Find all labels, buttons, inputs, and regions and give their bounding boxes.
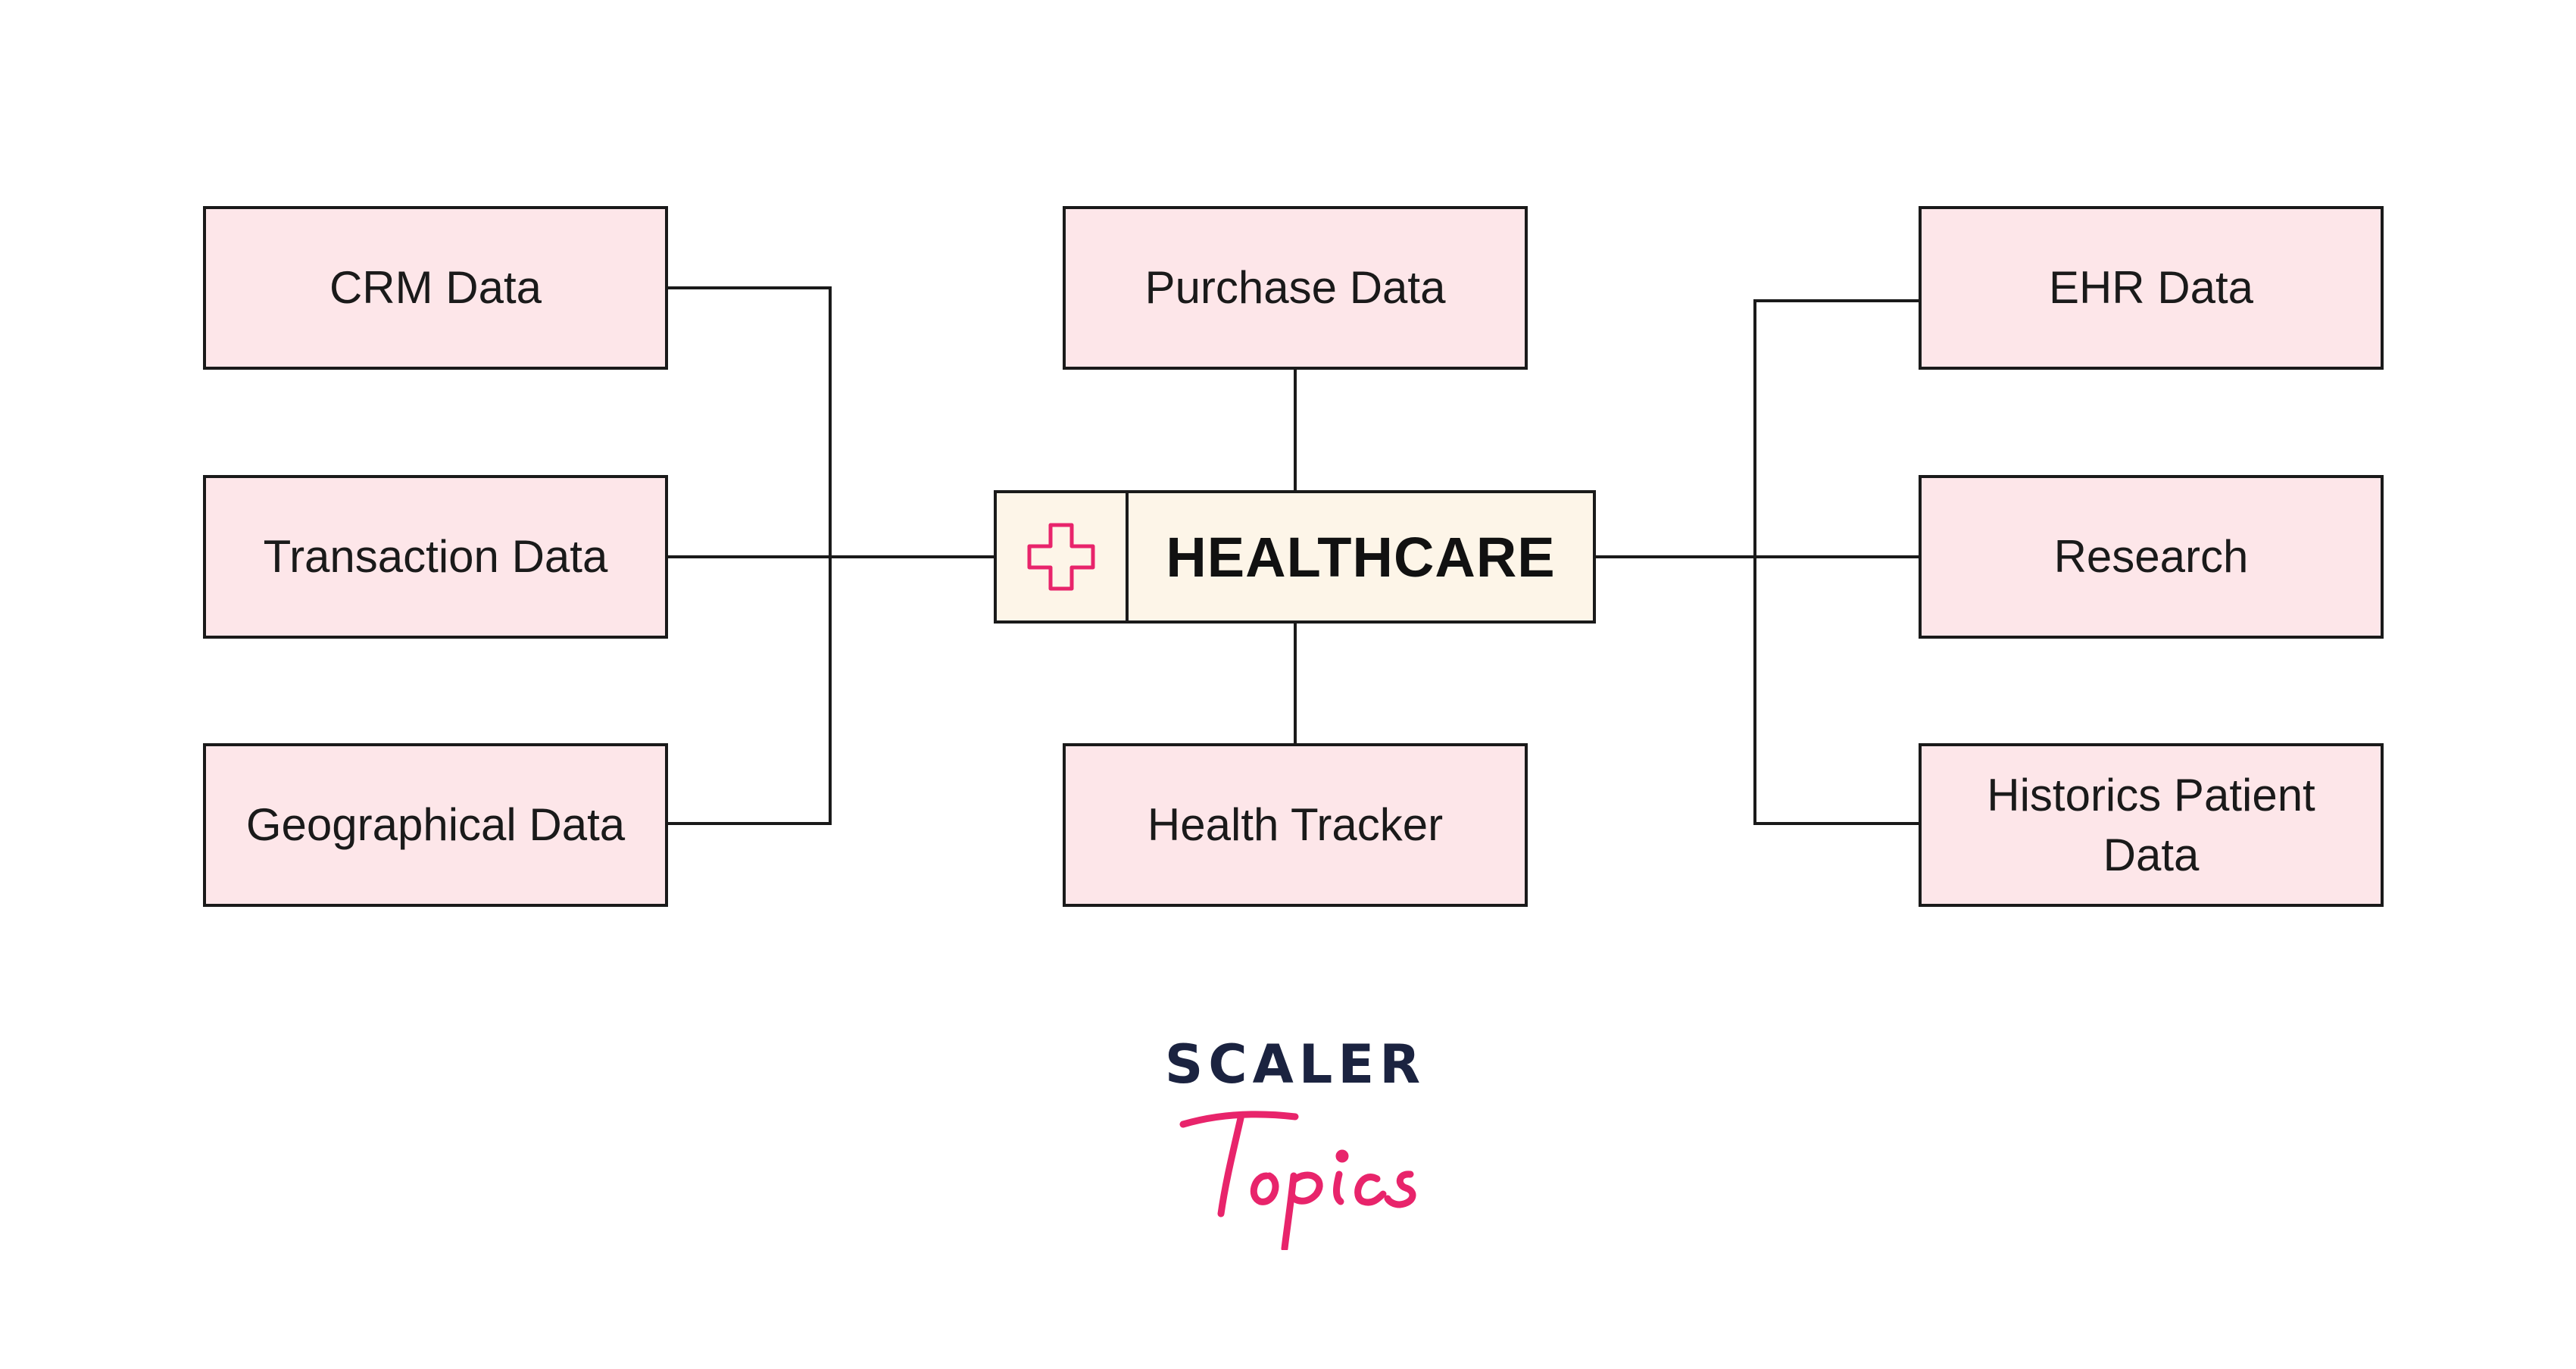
scaler-topics-logo: SCALER: [1136, 1038, 1454, 1250]
node-crm-data: CRM Data: [203, 206, 668, 370]
connector-ehr-historics: [1753, 299, 1919, 825]
node-historics-patient-data: Historics Patient Data: [1919, 743, 2384, 907]
node-health-tracker: Health Tracker: [1063, 743, 1528, 907]
hub-label: HEALTHCARE: [1166, 525, 1556, 589]
logo-wordmark: SCALER: [1164, 1033, 1426, 1096]
logo-script-topics: [1179, 1111, 1416, 1250]
node-ehr-data: EHR Data: [1919, 206, 2384, 370]
hub-healthcare: HEALTHCARE: [994, 490, 1596, 624]
node-purchase-data: Purchase Data: [1063, 206, 1528, 370]
node-transaction-data: Transaction Data: [203, 475, 668, 639]
node-research: Research: [1919, 475, 2384, 639]
medical-cross-icon: [997, 493, 1129, 620]
node-geographical-data: Geographical Data: [203, 743, 668, 907]
